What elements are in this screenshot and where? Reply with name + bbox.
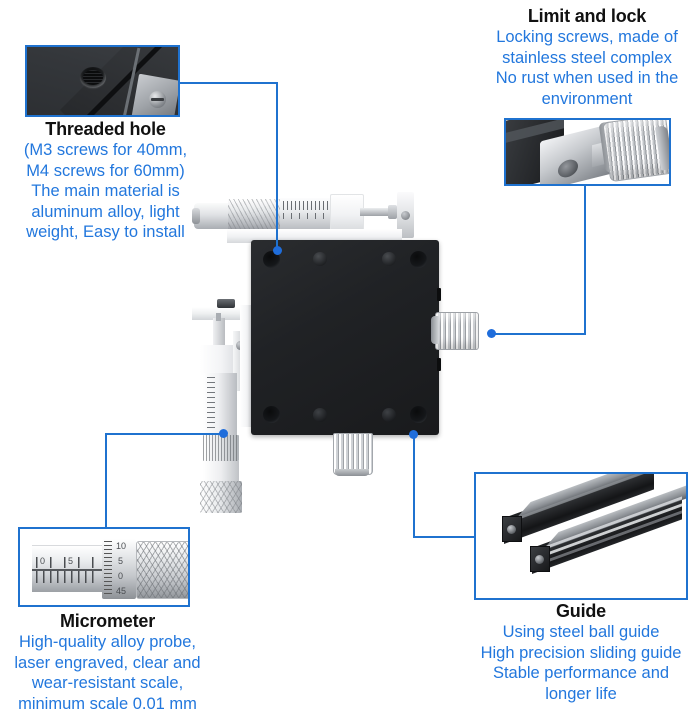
- limit-and-lock-inset-frame[interactable]: [504, 118, 671, 186]
- hotspot-guide[interactable]: [409, 430, 418, 439]
- micrometer-line-4: minimum scale 0.01 mm: [0, 694, 215, 714]
- guide-rail-front: [532, 530, 688, 576]
- micrometer-title: Micrometer: [0, 611, 215, 632]
- hotspot-micrometer[interactable]: [219, 429, 228, 438]
- micrometer-line-1: High-quality alloy probe,: [0, 632, 215, 653]
- guide-inset-frame[interactable]: [474, 472, 688, 600]
- set-screw: [313, 408, 327, 422]
- connector-guide-h: [413, 536, 475, 538]
- mounting-hole: [410, 251, 427, 268]
- micrometer-thimble-number-10: 10: [116, 541, 126, 551]
- threaded-hole-icon: [80, 67, 106, 88]
- locking-screw-closeup-art: [506, 120, 669, 184]
- connector-limit-lock-v: [584, 185, 586, 335]
- micrometer-closeup-art: 0 5 10 5 0 45: [20, 529, 188, 605]
- set-screw: [382, 408, 396, 422]
- threaded-hole-line-2: M4 screws for 60mm): [8, 161, 203, 182]
- mounting-hole: [410, 406, 427, 423]
- micrometer-inset-frame[interactable]: 0 5 10 5 0 45: [18, 527, 190, 607]
- threaded-hole-line-5: weight, Easy to install: [8, 222, 203, 243]
- callout-guide: Guide Using steel ball guide High precis…: [470, 601, 692, 704]
- micrometer-thimble-number-45: 45: [116, 586, 126, 596]
- guide-title: Guide: [470, 601, 692, 622]
- connector-micrometer-h: [105, 433, 224, 435]
- guide-line-2: High precision sliding guide: [470, 643, 692, 664]
- micrometer-knurled-barrel-icon: [136, 541, 190, 599]
- callout-limit-and-lock: Limit and lock Locking screws, made of s…: [478, 6, 696, 109]
- limit-and-lock-line-2: stainless steel complex: [478, 48, 696, 69]
- threaded-hole-line-3: The main material is: [8, 181, 203, 202]
- callout-threaded-hole: Threaded hole (M3 screws for 40mm, M4 sc…: [8, 119, 203, 243]
- micrometer-line-2: laser engraved, clear and: [0, 653, 215, 674]
- stage-top-plate: [251, 240, 439, 435]
- guide-line-3: Stable performance and: [470, 663, 692, 684]
- limit-and-lock-line-4: environment: [478, 89, 696, 110]
- threaded-hole-line-1: (M3 screws for 40mm,: [8, 140, 203, 161]
- micrometer-thimble-number-5: 5: [118, 556, 123, 566]
- hotspot-threaded-hole[interactable]: [273, 246, 282, 255]
- side-locking-screw: [435, 312, 479, 350]
- threaded-hole-title: Threaded hole: [8, 119, 203, 140]
- guide-line-1: Using steel ball guide: [470, 622, 692, 643]
- limit-and-lock-line-3: No rust when used in the: [478, 68, 696, 89]
- callout-micrometer: Micrometer High-quality alloy probe, las…: [0, 611, 215, 714]
- steel-ball-guide-rails-art: [476, 474, 686, 598]
- threaded-hole-line-4: aluminum alloy, light: [8, 202, 203, 223]
- connector-micrometer-v: [105, 433, 107, 527]
- threaded-hole-inset-frame[interactable]: [25, 45, 180, 117]
- connector-threaded-hole-h: [180, 82, 278, 84]
- set-screw: [382, 252, 396, 266]
- threaded-hole-closeup-art: [27, 47, 178, 115]
- mounting-hole: [263, 406, 280, 423]
- micrometer-thimble-number-0: 0: [118, 571, 123, 581]
- connector-limit-lock-h: [492, 333, 586, 335]
- limit-and-lock-title: Limit and lock: [478, 6, 696, 27]
- set-screw: [313, 252, 327, 266]
- product-photo: [185, 185, 515, 515]
- limit-and-lock-line-1: Locking screws, made of: [478, 27, 696, 48]
- hotspot-limit-lock[interactable]: [487, 329, 496, 338]
- micrometer-line-3: wear-resistant scale,: [0, 673, 215, 694]
- micrometer-sleeve-number-0: 0: [40, 556, 45, 566]
- micrometer-sleeve-number-5: 5: [68, 556, 73, 566]
- guide-line-4: longer life: [470, 684, 692, 705]
- connector-guide-v: [413, 434, 415, 538]
- connector-threaded-hole-v: [276, 82, 278, 250]
